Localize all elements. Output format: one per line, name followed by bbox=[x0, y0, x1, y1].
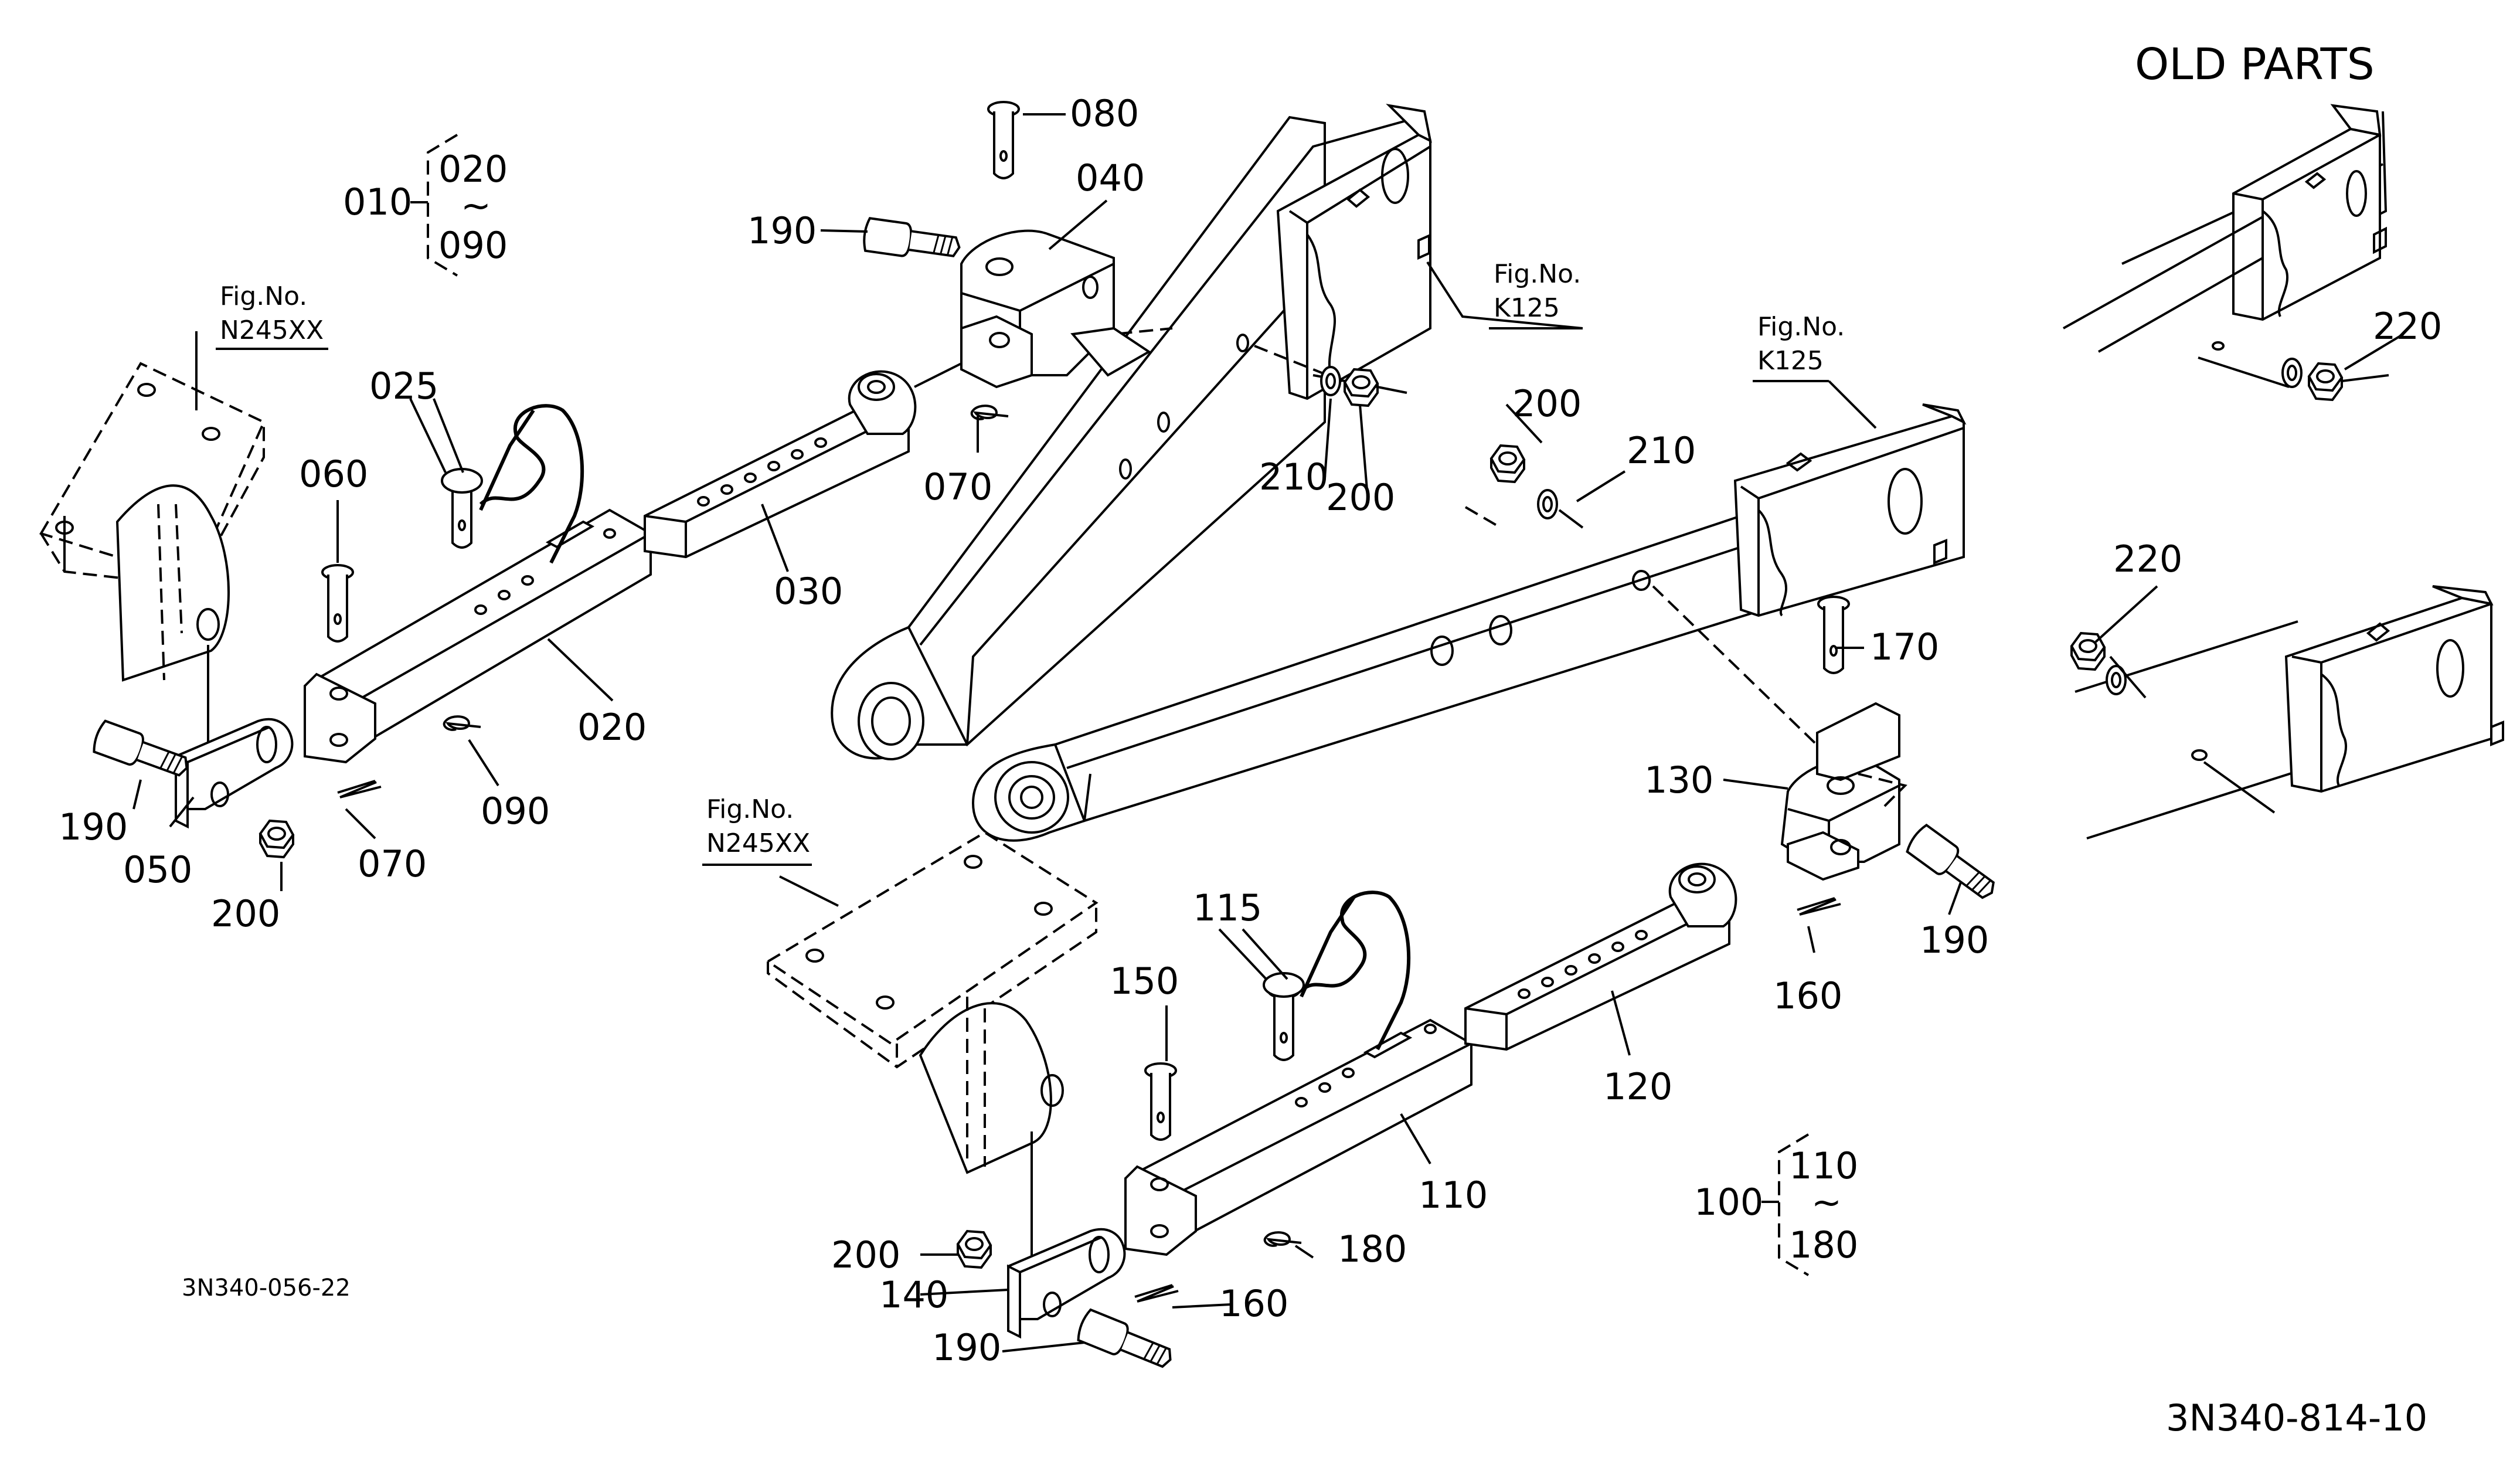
chain-lower-holes-inner bbox=[1295, 1024, 1437, 1107]
fig-ref-b-number: K125 bbox=[1494, 293, 1560, 323]
chain-link-wire-upper bbox=[479, 404, 584, 564]
label-090: 090 bbox=[481, 790, 550, 832]
drawing-code-right: 3N340-814-10 bbox=[2166, 1396, 2427, 1439]
label-130: 130 bbox=[1644, 759, 1713, 801]
cotter-160-right bbox=[1796, 897, 1842, 916]
label-060: 060 bbox=[299, 453, 368, 495]
assembly-lower-number: 100 bbox=[1694, 1181, 1763, 1224]
lift-arm-upper bbox=[831, 104, 1432, 760]
label-200-lower: 200 bbox=[831, 1233, 900, 1276]
cotter-160-lower bbox=[1134, 1284, 1179, 1303]
label-210-mid: 210 bbox=[1627, 429, 1696, 472]
old-parts-upper-arm bbox=[2063, 104, 2389, 401]
assembly-lower: 100 110 ~ 180 bbox=[1694, 1133, 1858, 1276]
fig-ref-b: Fig.No. K125 bbox=[1489, 259, 1583, 329]
label-180: 180 bbox=[1338, 1228, 1407, 1270]
nut-200-lower bbox=[957, 1230, 992, 1269]
label-190-right: 190 bbox=[1920, 919, 1989, 961]
leader-lines bbox=[132, 113, 2405, 1353]
fig-ref-d: Fig.No. N245XX bbox=[702, 794, 812, 866]
washer-210-upper bbox=[1320, 366, 1341, 396]
lift-arm-lower bbox=[971, 403, 1967, 842]
chain-link-wire-lower bbox=[1300, 891, 1411, 1051]
assembly-lower-to: 180 bbox=[1789, 1224, 1858, 1266]
check-chain-lower bbox=[1124, 862, 1737, 1256]
label-025: 025 bbox=[369, 365, 438, 407]
assembly-upper-from: 020 bbox=[438, 148, 508, 191]
part-labels: 080 040 190 025 060 070 030 020 090 190 … bbox=[59, 92, 2442, 1369]
fig-ref-d-label: Fig.No. bbox=[706, 794, 794, 824]
label-110: 110 bbox=[1419, 1174, 1488, 1216]
check-chain-upper bbox=[304, 362, 962, 764]
fig-ref-b-label: Fig.No. bbox=[1494, 259, 1581, 289]
nut-200-left bbox=[259, 820, 294, 858]
bolt-190-left bbox=[90, 718, 194, 785]
assembly-upper-tilde: ~ bbox=[461, 184, 491, 227]
clevis-140 bbox=[1006, 1228, 1126, 1339]
fig-ref-a: Fig.No. N245XX bbox=[216, 281, 328, 350]
bolt-190-lower bbox=[1074, 1307, 1178, 1377]
label-150: 150 bbox=[1110, 960, 1179, 1003]
bracket-lower bbox=[766, 831, 1099, 1302]
assembly-upper-number: 010 bbox=[343, 181, 412, 223]
label-200-left: 200 bbox=[211, 892, 280, 935]
assembly-upper: 010 020 ~ 090 bbox=[343, 134, 508, 277]
assembly-upper-to: 090 bbox=[438, 224, 508, 267]
cotter-070-bottom bbox=[336, 780, 382, 798]
label-190-lower: 190 bbox=[932, 1326, 1001, 1369]
label-210-upper: 210 bbox=[1259, 456, 1328, 498]
chain-holes-inner bbox=[474, 528, 616, 615]
label-070-top: 070 bbox=[923, 465, 992, 508]
rclip-180 bbox=[1263, 1231, 1302, 1247]
swivel-040 bbox=[960, 229, 1151, 389]
label-160-lower: 160 bbox=[1219, 1282, 1288, 1325]
label-200-mid: 200 bbox=[1512, 382, 1582, 425]
label-020: 020 bbox=[577, 706, 647, 749]
label-070-bottom: 070 bbox=[358, 842, 427, 885]
label-080: 080 bbox=[1070, 92, 1139, 135]
label-050: 050 bbox=[123, 848, 192, 891]
label-200-upper: 200 bbox=[1326, 476, 1395, 519]
label-030: 030 bbox=[774, 570, 843, 613]
fig-ref-c-label: Fig.No. bbox=[1757, 312, 1845, 342]
bracket-upper-left bbox=[39, 362, 266, 774]
label-190-top: 190 bbox=[747, 209, 817, 252]
assembly-lower-from: 110 bbox=[1789, 1144, 1858, 1187]
rclip-090 bbox=[443, 715, 482, 731]
label-040: 040 bbox=[1076, 157, 1145, 199]
fig-ref-a-number: N245XX bbox=[220, 315, 324, 345]
diagram-title: OLD PARTS bbox=[2135, 39, 2375, 90]
label-220-top: 220 bbox=[2373, 305, 2442, 348]
nut-200-mid bbox=[1490, 444, 1525, 483]
clevis-050 bbox=[174, 718, 294, 829]
label-170: 170 bbox=[1870, 626, 1939, 668]
swivel-130 bbox=[1780, 702, 1907, 881]
bolt-190-right bbox=[1905, 823, 2001, 906]
nut-200-upper bbox=[1344, 368, 1379, 407]
chain-lower-holes-outer bbox=[1518, 930, 1648, 999]
bolt-190-top bbox=[861, 216, 963, 265]
fig-ref-c-number: K125 bbox=[1757, 346, 1824, 376]
label-220-mid: 220 bbox=[2113, 538, 2182, 580]
label-190-left: 190 bbox=[59, 806, 128, 848]
drawing-code-left: 3N340-056-22 bbox=[182, 1275, 351, 1302]
old-parts-lower-arm bbox=[2070, 585, 2504, 840]
label-115: 115 bbox=[1193, 886, 1262, 929]
snap-ring-115 bbox=[1263, 972, 1305, 998]
pin-080 bbox=[987, 101, 1020, 179]
chain-holes-outer bbox=[697, 437, 827, 507]
label-140: 140 bbox=[879, 1273, 948, 1316]
fig-ref-d-number: N245XX bbox=[706, 828, 810, 858]
fig-ref-a-label: Fig.No. bbox=[220, 281, 307, 311]
washer-210-mid bbox=[1537, 489, 1558, 519]
pin-060 bbox=[321, 564, 354, 643]
pin-170 bbox=[1817, 596, 1850, 674]
fig-ref-c: Fig.No. K125 bbox=[1753, 312, 1845, 382]
label-120: 120 bbox=[1603, 1065, 1672, 1108]
pin-150 bbox=[1144, 1062, 1177, 1141]
label-160-right: 160 bbox=[1773, 974, 1842, 1017]
assembly-lower-tilde: ~ bbox=[1811, 1181, 1842, 1224]
